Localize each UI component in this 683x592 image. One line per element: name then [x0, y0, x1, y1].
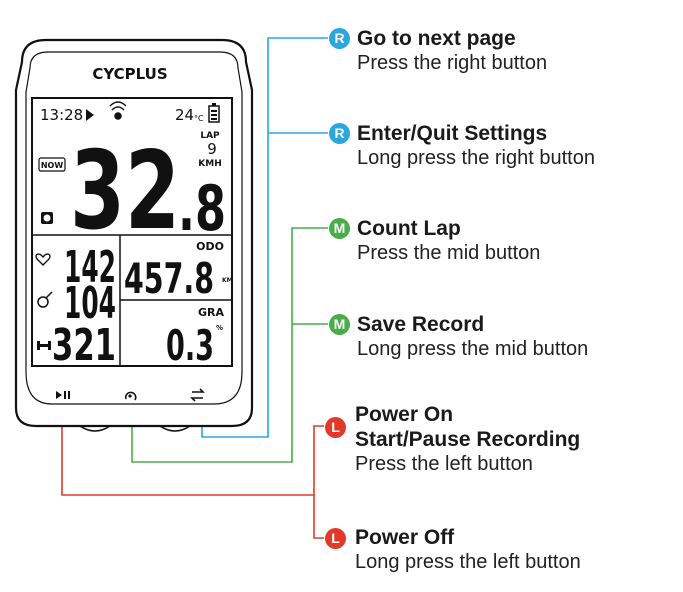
callout-desc: Press the mid button [357, 242, 541, 264]
odometer-value: 457.8 [124, 254, 214, 303]
now-badge [38, 157, 66, 172]
mid-button-badge: M [329, 314, 350, 335]
callout-title: Power Off [355, 526, 455, 549]
left-button-badge: L [325, 417, 346, 438]
cadence-icon [37, 291, 53, 308]
heart-icon [35, 253, 51, 266]
callout-next-page: Go to next page Press the right button [357, 26, 547, 76]
odometer-unit: KM [222, 277, 233, 284]
power-value: 321 [52, 320, 116, 371]
speed-integer: 32 [70, 129, 180, 254]
gps-signal-icon [109, 101, 127, 120]
callout-settings: Enter/Quit Settings Long press the right… [357, 121, 595, 171]
temperature-unit: °C [194, 114, 204, 123]
callout-title: Save Record [357, 313, 485, 336]
right-button-connector [201, 37, 328, 438]
battery-icon [208, 103, 220, 123]
cadence-value: 104 [64, 278, 116, 329]
grade-label: GRA [198, 306, 224, 319]
right-button-badge: R [329, 123, 350, 144]
callout-title: Power On [355, 403, 454, 426]
speed-unit: KMH [198, 159, 221, 169]
callout-title-secondary: Start/Pause Recording [355, 428, 581, 451]
left-button-badge: L [325, 528, 346, 549]
recording-play-icon [86, 109, 94, 121]
heart-rate-value: 142 [64, 242, 116, 293]
grade-value: 0.3 [166, 321, 214, 370]
callout-desc: Long press the left button [355, 551, 581, 573]
callout-title: Count Lap [357, 217, 461, 240]
play-pause-icon [56, 391, 70, 399]
callout-title: Go to next page [357, 27, 516, 50]
lap-button-icon [124, 391, 137, 401]
speed-decimal: .8 [178, 172, 226, 245]
bike-computer: CYCPLUS 13:28 24 °C NOW 32 .8 LAP 9 [14, 38, 254, 432]
clock-readout: 13:28 [40, 106, 83, 124]
mid-button-connector [131, 227, 328, 463]
callout-title: Enter/Quit Settings [357, 122, 548, 145]
callout-power-off: Power Off Long press the left button [355, 525, 581, 575]
lap-value: 9 [207, 140, 217, 158]
callout-desc: Press the right button [357, 52, 548, 74]
callout-desc: Long press the mid button [357, 338, 589, 360]
grade-unit: % [216, 324, 223, 332]
temperature-readout: 24 [175, 106, 194, 124]
callout-desc: Press the left button [355, 453, 533, 475]
stopwatch-icon [41, 212, 53, 224]
callout-count-lap: Count Lap Press the mid button [357, 216, 540, 266]
lcd-screen [31, 97, 233, 367]
brand-logo: CYCPLUS [92, 65, 167, 83]
callout-desc: Long press the right button [357, 147, 595, 169]
callout-save-record: Save Record Long press the mid button [357, 312, 588, 362]
mid-button-badge: M [329, 218, 350, 239]
now-badge-label: NOW [41, 161, 63, 170]
callout-power-on: Power On Start/Pause Recording Press the… [355, 402, 580, 477]
power-icon [37, 341, 51, 350]
right-button-badge: R [329, 28, 350, 49]
page-switch-icon [190, 388, 205, 402]
lap-label: LAP [200, 131, 220, 141]
left-button-connector [61, 425, 324, 539]
odo-label: ODO [196, 240, 224, 253]
